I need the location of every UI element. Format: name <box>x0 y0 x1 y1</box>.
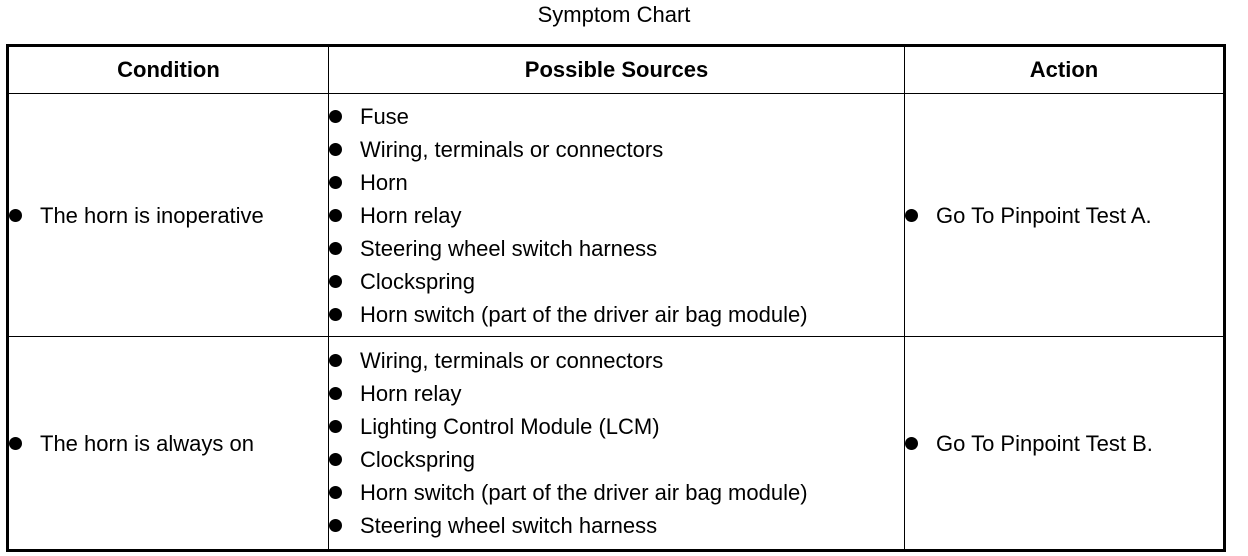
condition-item: The horn is always on <box>9 427 328 460</box>
source-text: Clockspring <box>360 268 475 294</box>
source-item: Fuse <box>329 100 904 133</box>
condition-item: The horn is inoperative <box>9 199 328 232</box>
condition-text: The horn is inoperative <box>40 202 264 228</box>
bullet-icon <box>905 436 918 450</box>
header-condition: Condition <box>7 45 329 94</box>
source-text: Steering wheel switch harness <box>360 235 658 261</box>
action-cell: Go To Pinpoint Test A. <box>904 93 1225 337</box>
bullet-icon <box>329 241 342 255</box>
bullet-icon <box>9 436 22 450</box>
source-text: Horn relay <box>360 381 462 406</box>
source-item: Horn <box>329 166 904 199</box>
sources-list: Wiring, terminals or connectors Horn rel… <box>329 344 904 542</box>
action-text: Go To Pinpoint Test B. <box>936 430 1153 456</box>
action-text: Go To Pinpoint Test A. <box>936 202 1152 228</box>
source-item: Lighting Control Module (LCM) <box>329 410 904 443</box>
source-item: Wiring, terminals or connectors <box>329 133 904 166</box>
bullet-icon <box>329 519 342 532</box>
source-text: Wiring, terminals or connectors <box>360 348 664 373</box>
bullet-icon <box>329 109 342 123</box>
header-possible-sources: Possible Sources <box>328 45 905 94</box>
source-text: Horn relay <box>360 202 462 228</box>
source-text: Horn switch (part of the driver air bag … <box>360 480 808 505</box>
source-text: Steering wheel switch harness <box>360 513 658 538</box>
source-text: Horn <box>360 169 408 195</box>
bullet-icon <box>9 208 22 222</box>
source-text: Clockspring <box>360 447 475 472</box>
action-item: Go To Pinpoint Test A. <box>905 199 1223 232</box>
source-text: Lighting Control Module (LCM) <box>360 414 660 439</box>
bullet-icon <box>329 420 342 433</box>
action-item: Go To Pinpoint Test B. <box>905 427 1223 460</box>
source-item: Horn switch (part of the driver air bag … <box>329 298 904 331</box>
source-item: Horn switch (part of the driver air bag … <box>329 476 904 509</box>
table-row: The horn is inoperative Fuse Wiring, ter… <box>7 93 1225 337</box>
header-action: Action <box>904 45 1225 94</box>
page-title: Symptom Chart <box>537 2 691 27</box>
table-row: The horn is always on Wiring, terminals … <box>7 336 1225 551</box>
source-item: Steering wheel switch harness <box>329 232 904 265</box>
bullet-icon <box>329 274 342 288</box>
source-item: Horn relay <box>329 199 904 232</box>
source-item: Clockspring <box>329 443 904 476</box>
sources-cell: Wiring, terminals or connectors Horn rel… <box>328 336 905 551</box>
source-text: Fuse <box>360 103 409 129</box>
bullet-icon <box>329 142 342 156</box>
source-item: Horn relay <box>329 377 904 410</box>
condition-cell: The horn is inoperative <box>7 93 329 337</box>
source-item: Clockspring <box>329 265 904 298</box>
bullet-icon <box>329 307 342 321</box>
sources-cell: Fuse Wiring, terminals or connectors Hor… <box>328 93 905 337</box>
table-header-row: Condition Possible Sources Action <box>7 45 1225 94</box>
bullet-icon <box>329 453 342 466</box>
bullet-icon <box>905 208 918 222</box>
condition-cell: The horn is always on <box>7 336 329 551</box>
bullet-icon <box>329 486 342 499</box>
bullet-icon <box>329 387 342 400</box>
symptom-table: Condition Possible Sources Action The ho… <box>6 44 1226 552</box>
source-text: Horn switch (part of the driver air bag … <box>360 301 808 327</box>
source-item: Steering wheel switch harness <box>329 509 904 542</box>
bullet-icon <box>329 354 342 367</box>
source-text: Wiring, terminals or connectors <box>360 136 664 162</box>
source-item: Wiring, terminals or connectors <box>329 344 904 377</box>
bullet-icon <box>329 175 342 189</box>
bullet-icon <box>329 208 342 222</box>
action-cell: Go To Pinpoint Test B. <box>904 336 1225 551</box>
condition-text: The horn is always on <box>40 430 254 456</box>
sources-list: Fuse Wiring, terminals or connectors Hor… <box>329 100 904 331</box>
